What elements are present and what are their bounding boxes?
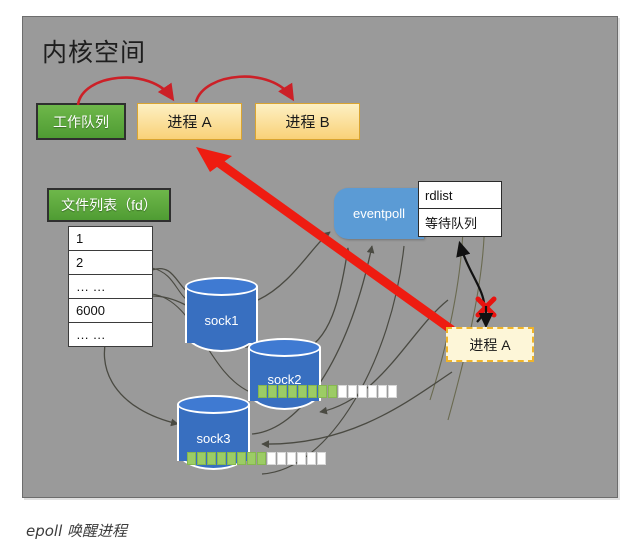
fd-list-header: 文件列表（fd） xyxy=(47,188,171,222)
fd-row[interactable]: 2 xyxy=(69,251,152,275)
work-queue-label: 工作队列 xyxy=(53,113,109,130)
buffer-segment-empty xyxy=(348,385,357,398)
buffer-segment-filled xyxy=(197,452,206,465)
fd-row[interactable]: 6000 xyxy=(69,299,152,323)
eventpoll-waitqueue-row[interactable]: 等待队列 xyxy=(419,209,501,236)
buffer-segment-empty xyxy=(287,452,296,465)
buffer-segment-filled xyxy=(298,385,307,398)
socket-label: sock3 xyxy=(196,431,231,446)
fd-row[interactable]: … … xyxy=(69,323,152,347)
buffer-segment-filled xyxy=(258,385,267,398)
fd-row-value: 2 xyxy=(76,255,84,270)
buffer-segment-empty xyxy=(368,385,377,398)
buffer-segment-empty xyxy=(277,452,286,465)
buffer-segment-empty xyxy=(307,452,316,465)
socket-sock2[interactable]: sock2 xyxy=(248,338,321,410)
cylinder-top xyxy=(185,277,258,296)
figure-caption: epoll 唤醒进程 xyxy=(26,522,128,540)
process-a-label: 进程 A xyxy=(167,114,212,131)
fd-list-table: 1 2 … … 6000 … … xyxy=(68,226,153,347)
eventpoll-fields: rdlist 等待队列 xyxy=(418,181,502,237)
cylinder-top xyxy=(177,395,250,414)
fd-row-value: … … xyxy=(76,279,106,294)
buffer-segment-filled xyxy=(247,452,256,465)
buffer-segment-filled xyxy=(318,385,327,398)
cylinder-top xyxy=(248,338,321,357)
buffer-segment-filled xyxy=(308,385,317,398)
eventpoll-label: eventpoll xyxy=(352,206,406,221)
buffer-segment-filled xyxy=(237,452,246,465)
buffer-segment-filled xyxy=(268,385,277,398)
buffer-segment-filled xyxy=(257,452,266,465)
fd-row-value: 1 xyxy=(76,231,84,246)
buffer-segment-filled xyxy=(187,452,196,465)
buffer-segment-filled xyxy=(227,452,236,465)
eventpoll-waitqueue-label: 等待队列 xyxy=(425,216,478,231)
buffer-segment-empty xyxy=(317,452,326,465)
blocked-process-label: 进程 A xyxy=(469,336,511,353)
buffer-segment-empty xyxy=(388,385,397,398)
buffer-segment-filled xyxy=(278,385,287,398)
buffer-segment-empty xyxy=(358,385,367,398)
buffer-segment-filled xyxy=(288,385,297,398)
socket-sock2-buffer xyxy=(258,385,398,398)
eventpoll-box[interactable]: eventpoll xyxy=(334,188,424,239)
fd-row[interactable]: 1 xyxy=(69,227,152,251)
blocked-process-box[interactable]: 进程 A xyxy=(446,327,534,362)
buffer-segment-empty xyxy=(297,452,306,465)
buffer-segment-empty xyxy=(338,385,347,398)
buffer-segment-filled xyxy=(217,452,226,465)
fd-row-value: … … xyxy=(76,327,106,342)
work-queue-box[interactable]: 工作队列 xyxy=(36,103,126,140)
process-b-label: 进程 B xyxy=(285,114,330,131)
process-a-box[interactable]: 进程 A xyxy=(137,103,242,140)
socket-label: sock1 xyxy=(204,313,239,328)
fd-row[interactable]: … … xyxy=(69,275,152,299)
process-b-box[interactable]: 进程 B xyxy=(255,103,360,140)
buffer-segment-filled xyxy=(328,385,337,398)
eventpoll-rdlist-row[interactable]: rdlist xyxy=(419,182,501,209)
buffer-segment-filled xyxy=(207,452,216,465)
buffer-segment-empty xyxy=(267,452,276,465)
fd-row-value: 6000 xyxy=(76,303,105,318)
page-title: 内核空间 xyxy=(42,38,147,67)
socket-sock3-buffer xyxy=(187,452,327,465)
fd-list-header-label: 文件列表（fd） xyxy=(61,197,157,213)
eventpoll-rdlist-label: rdlist xyxy=(425,187,453,203)
buffer-segment-empty xyxy=(378,385,387,398)
